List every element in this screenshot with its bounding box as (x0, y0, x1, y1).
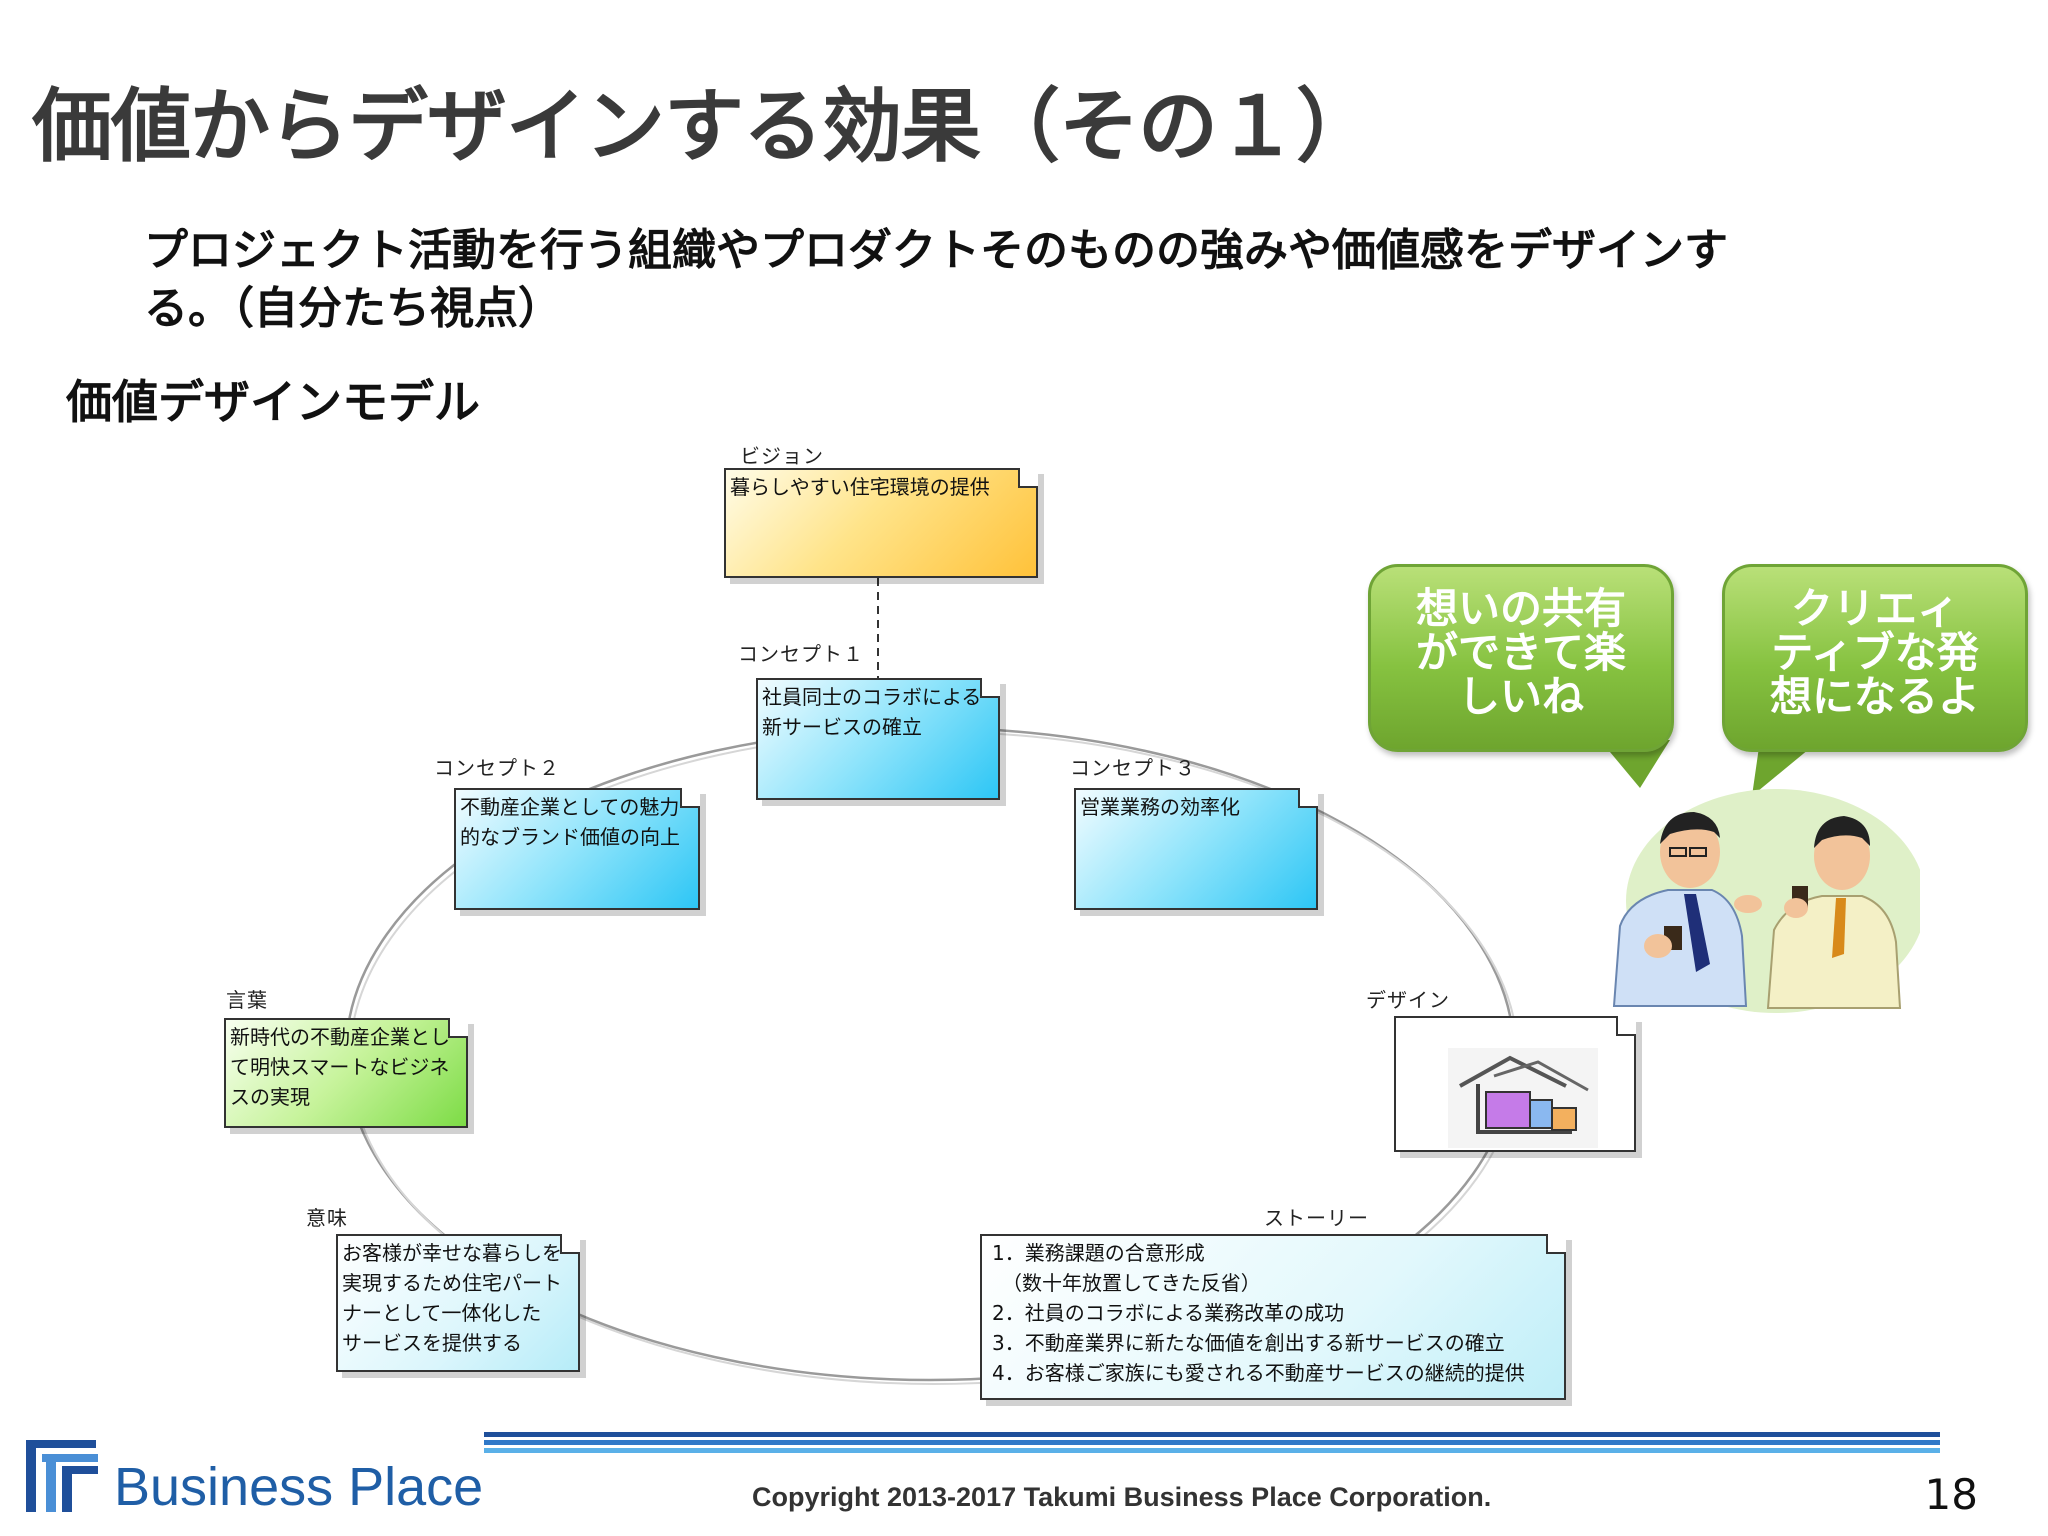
note-line: 社員同士のコラボによる (762, 685, 982, 709)
note-line: お客様が幸せな暮らしを (342, 1241, 562, 1265)
note-line: スの実現 (230, 1085, 310, 1109)
note-line: 不動産企業としての魅力 (460, 795, 680, 819)
design-label: デザイン (1366, 988, 1450, 1012)
page-number: 18 (1924, 1470, 1978, 1519)
footer-stripes (484, 1432, 1940, 1453)
bubble-line: ができて楽 (1415, 628, 1626, 677)
note-line: ナーとして一体化した (342, 1301, 542, 1325)
company-logo-icon (26, 1440, 98, 1512)
bubble-line: しいね (1457, 672, 1584, 721)
concept1-label: コンセプト１ (738, 642, 864, 666)
copyright-text: Copyright 2013-2017 Takumi Business Plac… (752, 1482, 1492, 1512)
note-line: て明快スマートなビジネ (230, 1055, 450, 1079)
bubble-tail-left (1600, 740, 1670, 788)
words-label: 言葉 (226, 988, 268, 1012)
note-line: 暮らしやすい住宅環境の提供 (730, 475, 990, 499)
note-line: サービスを提供する (342, 1331, 522, 1355)
concept3-note: 営業業務の効率化 (1074, 788, 1318, 910)
concept2-note: 不動産企業としての魅力 的なブランド価値の向上 (454, 788, 700, 910)
note-line: 新サービスの確立 (762, 715, 922, 739)
story-item: 3．不動産業界に新たな価値を創出する新サービスの確立 (992, 1331, 1505, 1355)
bubble-line: ティブな発 (1771, 628, 1979, 677)
story-item: 4．お客様ご家族にも愛される不動産サービスの継続的提供 (992, 1361, 1525, 1385)
intro-line: プロジェクト活動を行う組織やプロダクトそのものの強みや価値感をデザインす (144, 225, 1728, 276)
company-logo-text: Business Place (114, 1457, 484, 1517)
vision-label: ビジョン (740, 444, 824, 468)
words-note: 新時代の不動産企業とし て明快スマートなビジネ スの実現 (224, 1018, 468, 1128)
note-line: 的なブランド価値の向上 (460, 825, 680, 849)
design-note (1394, 1016, 1636, 1152)
concept3-label: コンセプト３ (1070, 756, 1196, 780)
bubble-line: クリエィ (1790, 584, 1959, 633)
bubble-line: 想いの共有 (1415, 584, 1626, 633)
note-line: 新時代の不動産企業とし (230, 1025, 450, 1049)
intro-text: プロジェクト活動を行う組織やプロダクトそのものの強みや価値感をデザインす る。（… (144, 222, 1864, 338)
slide-title: 価値からデザインする効果（その１） (32, 80, 1376, 173)
bubble-line: 想になるよ (1769, 672, 1980, 721)
story-note: 1．業務課題の合意形成 （数十年放置してきた反省） 2．社員のコラボによる業務改… (980, 1234, 1566, 1400)
section-subtitle: 価値デザインモデル (66, 375, 480, 429)
note-line: 営業業務の効率化 (1080, 795, 1240, 819)
speech-bubble-right: クリエィ ティブな発 想になるよ (1722, 564, 2028, 752)
house-icon (1448, 1048, 1598, 1148)
bubble-tail-right (1752, 740, 1820, 796)
intro-line: る。（自分たち視点） (144, 283, 562, 334)
story-item: 2．社員のコラボによる業務改革の成功 (992, 1301, 1345, 1325)
vision-note: 暮らしやすい住宅環境の提供 (724, 468, 1038, 578)
meaning-label: 意味 (306, 1206, 348, 1230)
note-line: 実現するため住宅パート (342, 1271, 562, 1295)
concept1-note: 社員同士のコラボによる 新サービスの確立 (756, 678, 1000, 800)
businessmen-illustration (1612, 789, 1920, 1013)
speech-bubble-left: 想いの共有 ができて楽 しいね (1368, 564, 1674, 752)
meaning-note: お客様が幸せな暮らしを 実現するため住宅パート ナーとして一体化した サービスを… (336, 1234, 580, 1372)
story-item: 1．業務課題の合意形成 (992, 1241, 1205, 1265)
concept2-label: コンセプト２ (434, 756, 560, 780)
story-item: （数十年放置してきた反省） (992, 1271, 1261, 1295)
story-label: ストーリー (1264, 1206, 1369, 1230)
